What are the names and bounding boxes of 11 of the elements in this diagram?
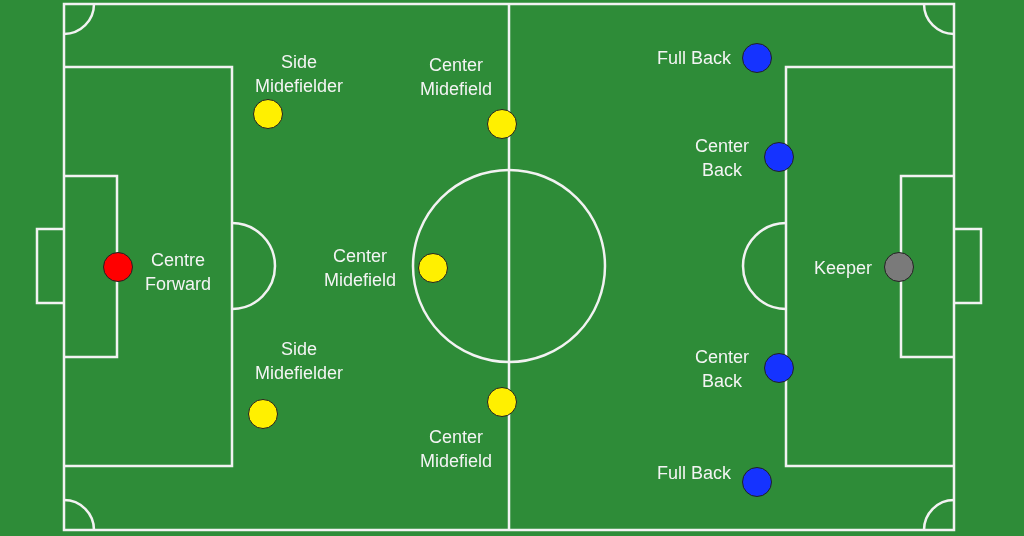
- position-label: Center Midefield: [420, 426, 492, 473]
- position-label: Full Back: [656, 47, 731, 70]
- position-label: Side Midefielder: [255, 338, 343, 385]
- position-label: Center Midefield: [324, 245, 396, 292]
- position-label: Centre Forward: [145, 249, 211, 296]
- position-label: Center Back: [695, 135, 749, 182]
- position-label: Full Back: [656, 462, 731, 485]
- position-label: Center Back: [695, 346, 749, 393]
- position-label: Side Midefielder: [255, 51, 343, 98]
- position-label: Keeper: [814, 257, 873, 280]
- position-label: Center Midefield: [420, 54, 492, 101]
